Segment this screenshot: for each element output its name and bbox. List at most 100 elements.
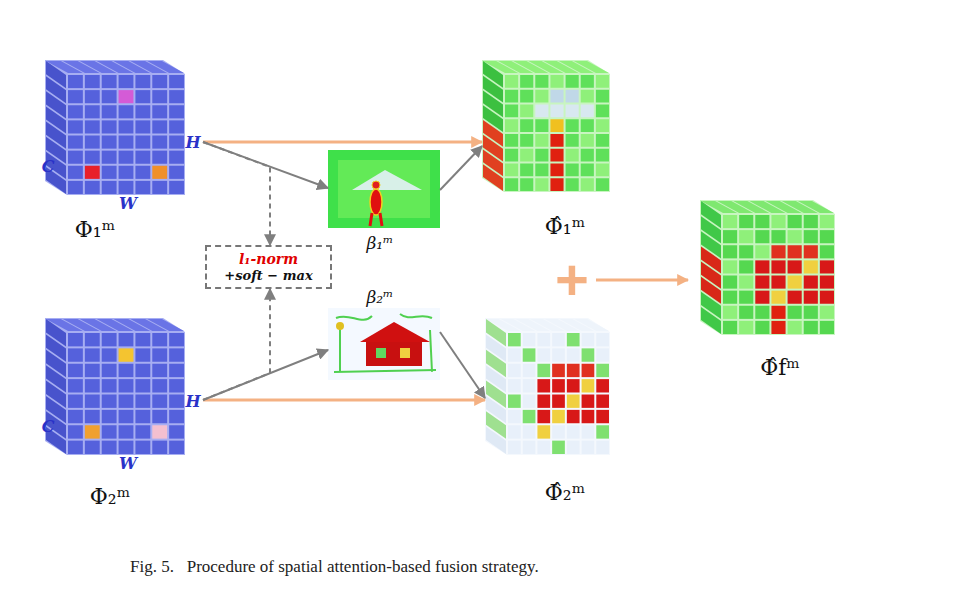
cube-cell — [567, 348, 580, 361]
cube-cell — [152, 364, 167, 377]
window-shape — [400, 348, 410, 358]
cube-cell — [723, 276, 737, 289]
cube-cell — [152, 120, 167, 133]
lamp-shape — [336, 322, 344, 330]
cube-cell — [820, 321, 834, 334]
operation-box: l₁-norm+soft − max — [205, 245, 332, 289]
cube-cell — [535, 178, 548, 191]
cube-cell — [820, 306, 834, 319]
cube-cell — [820, 276, 834, 289]
cube-cell — [169, 395, 184, 408]
cube-cell — [537, 333, 550, 346]
cube-cell — [119, 90, 134, 103]
cube-cell — [508, 364, 521, 377]
cube-cell — [152, 348, 167, 361]
cube-body — [45, 318, 185, 455]
dashed-arrow — [203, 142, 270, 245]
cube-cell — [68, 166, 83, 179]
cube-cell — [505, 119, 518, 132]
cube-cell — [596, 164, 609, 177]
cube-drawing — [45, 60, 185, 195]
cube-cell — [68, 364, 83, 377]
cube-cell — [102, 166, 117, 179]
cube-cell — [537, 395, 550, 408]
cube-cell — [169, 410, 184, 423]
cube-cell — [804, 215, 818, 228]
cube-cell — [550, 164, 563, 177]
cube-cell — [85, 333, 100, 346]
cube-cell — [152, 379, 167, 392]
cube-cell — [535, 149, 548, 162]
cube-cell — [566, 164, 579, 177]
cube-cell — [788, 321, 802, 334]
node-label: Φ₁ᵐ — [75, 219, 115, 241]
cube-cell — [755, 306, 769, 319]
cube-cell — [581, 105, 594, 118]
cube-cell — [85, 166, 100, 179]
cube-cell — [119, 425, 134, 438]
cube-cell — [85, 348, 100, 361]
cube-cell — [771, 245, 785, 258]
cube-cell — [723, 230, 737, 243]
cube-cell — [119, 441, 134, 454]
cube-cell — [804, 260, 818, 273]
cube-top-cell — [147, 61, 184, 73]
cube-cell — [520, 149, 533, 162]
cube-cell — [771, 260, 785, 273]
cube-cell — [169, 425, 184, 438]
cube-cell — [102, 348, 117, 361]
cube-cell — [523, 379, 536, 392]
cube-cell — [804, 291, 818, 304]
cube-cell — [119, 379, 134, 392]
map-background — [328, 308, 440, 380]
cube-cell — [755, 215, 769, 228]
cube-cell — [596, 134, 609, 147]
cube-cell — [596, 425, 609, 438]
cube-cell — [85, 75, 100, 88]
cube-cell — [566, 134, 579, 147]
sum-arrow — [596, 279, 688, 282]
cube-cell — [535, 75, 548, 88]
cube-cell — [505, 149, 518, 162]
cube-cell — [739, 230, 753, 243]
feature-cube: Φ₁ᵐ — [45, 58, 203, 198]
cube-cell — [85, 364, 100, 377]
cube-cell — [102, 379, 117, 392]
cube-cell — [535, 119, 548, 132]
cube-cell — [520, 90, 533, 103]
cube-cell — [552, 395, 565, 408]
cube-cell — [567, 441, 580, 454]
feature-arrow — [203, 141, 482, 144]
cube-cell — [596, 379, 609, 392]
cube-cell — [550, 105, 563, 118]
cube-cell — [788, 260, 802, 273]
attention-map: β₂ᵐ — [328, 308, 440, 380]
cube-cell — [119, 105, 134, 118]
cube-cell — [68, 333, 83, 346]
cube-cell — [523, 425, 536, 438]
cube-cell — [535, 134, 548, 147]
cube-cell — [520, 134, 533, 147]
cube-cell — [119, 75, 134, 88]
person-body — [370, 189, 382, 215]
cube-cell — [169, 151, 184, 164]
cube-cell — [535, 105, 548, 118]
cube-cell — [102, 151, 117, 164]
cube-cell — [169, 120, 184, 133]
cube-cell — [723, 291, 737, 304]
fused-cube: Φ̂fᵐ — [698, 200, 838, 336]
cube-cell — [85, 379, 100, 392]
cube-cell — [581, 134, 594, 147]
cube-cell — [135, 364, 150, 377]
cube-cell — [820, 291, 834, 304]
cube-cell — [582, 395, 595, 408]
cube-cell — [566, 105, 579, 118]
cube-cell — [68, 75, 83, 88]
node-label: β₂ᵐ — [366, 289, 393, 306]
cube-cell — [85, 120, 100, 133]
cube-top-cell — [574, 61, 609, 73]
cube-cell — [820, 245, 834, 258]
cube-cell — [135, 379, 150, 392]
cube-cell — [582, 410, 595, 423]
cube-cell — [102, 364, 117, 377]
